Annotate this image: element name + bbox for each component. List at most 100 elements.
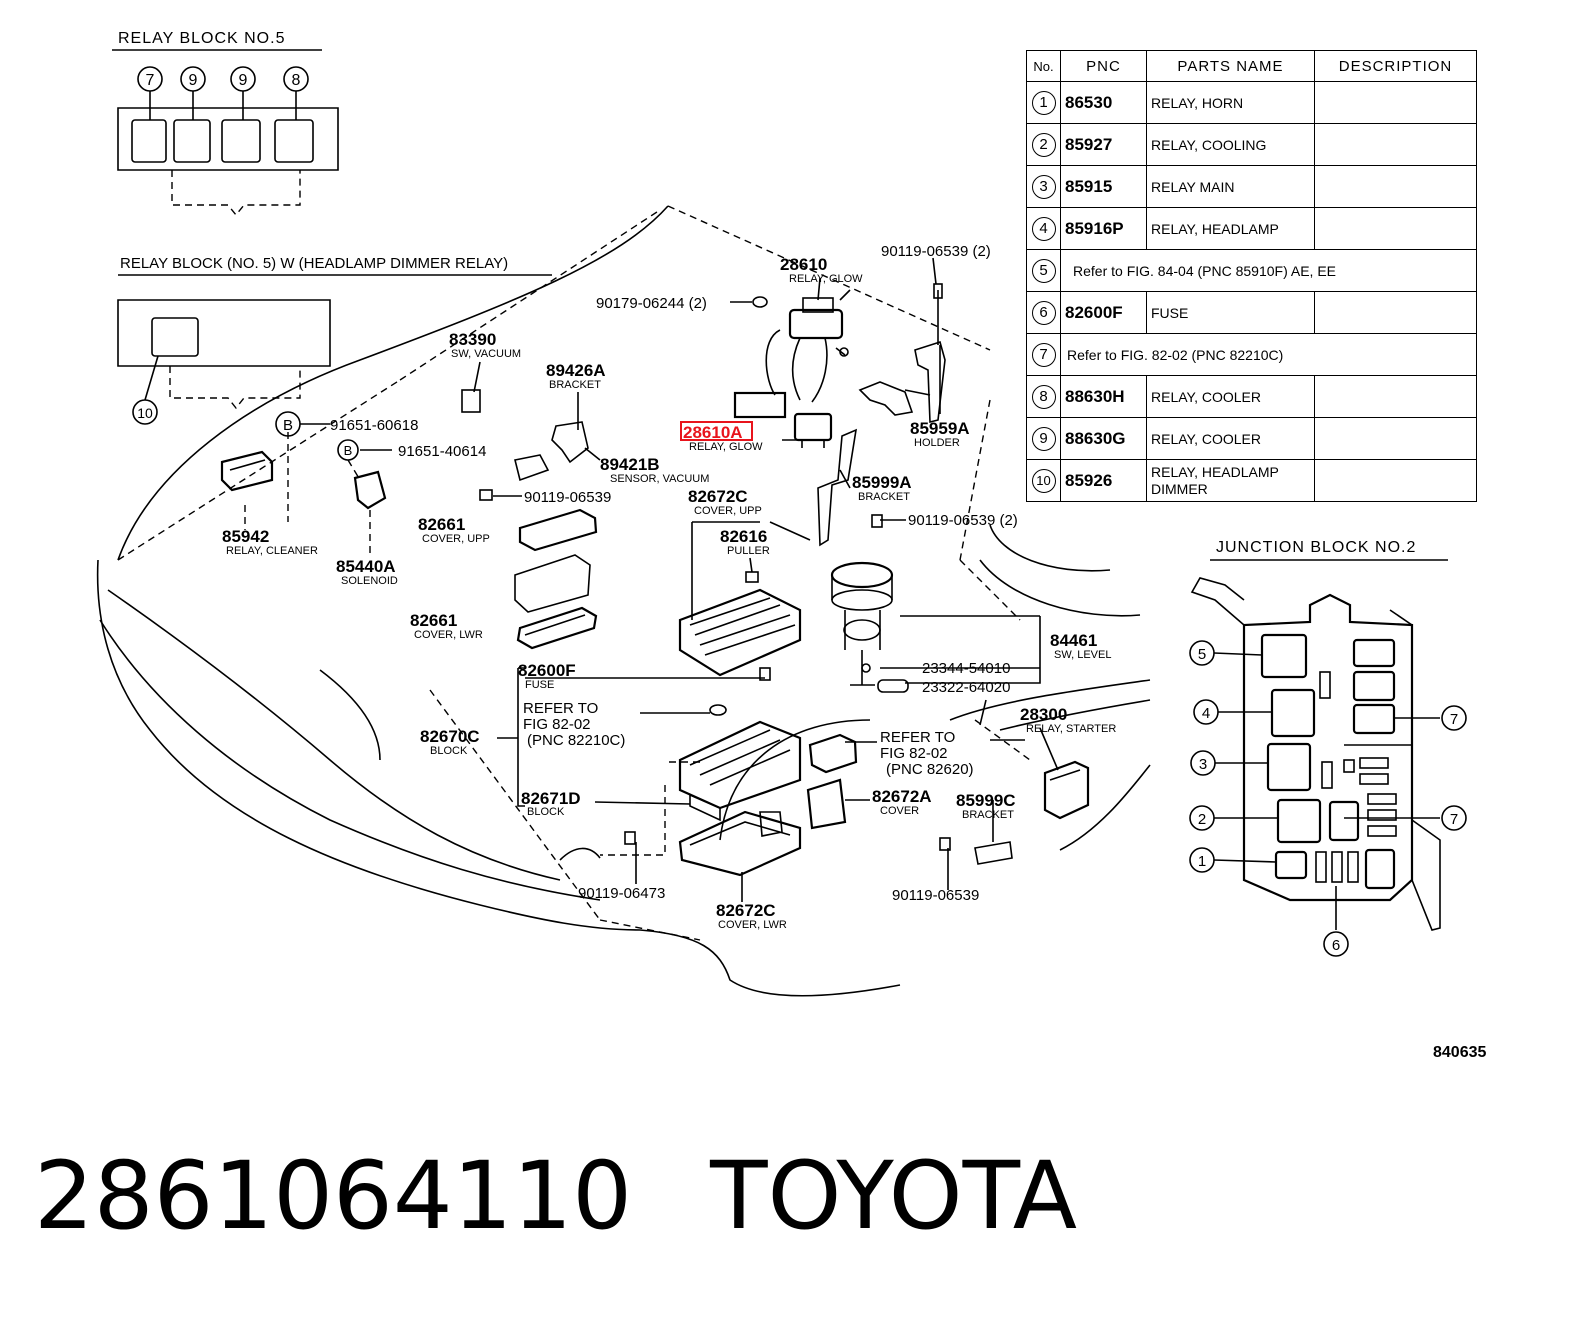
svg-text:(PNC 82620): (PNC 82620) <box>886 761 974 778</box>
table-row: 1 86530 RELAY, HORN <box>1026 81 1477 124</box>
part-starter-relay <box>1043 760 1090 820</box>
junction-numbers: 5 4 3 2 1 6 7 7 <box>1189 640 1467 957</box>
row-description <box>1314 459 1477 502</box>
svg-text:COVER, LWR: COVER, LWR <box>414 629 483 641</box>
svg-text:SW, LEVEL: SW, LEVEL <box>1054 649 1111 661</box>
row-reference: Refer to FIG. 84-04 (PNC 85910F) AE, EE <box>1060 249 1477 292</box>
callout-28610: 28610 RELAY, GLOW <box>780 255 863 285</box>
svg-text:85959A: 85959A <box>910 419 970 438</box>
row-pnc: 88630G <box>1060 417 1147 460</box>
relay-block-5-num-4: 8 <box>292 72 301 89</box>
table-row: 7 Refer to FIG. 82-02 (PNC 82210C) <box>1026 333 1477 376</box>
callout-85942: 85942 RELAY, CLEANER <box>222 527 318 557</box>
svg-text:REFER TO: REFER TO <box>523 700 598 717</box>
svg-text:82616: 82616 <box>720 527 767 546</box>
callout-85959a: 85959A HOLDER <box>910 419 970 449</box>
relay-block-5-numbers: 7 9 9 8 <box>137 66 309 92</box>
b-marker-2: B <box>344 443 353 458</box>
callout-85440a: 85440A SOLENOID <box>336 557 398 587</box>
svg-text:83390: 83390 <box>449 330 496 349</box>
callout-82671d: 82671D BLOCK <box>521 789 581 818</box>
callout-89421b: 89421B SENSOR, VACUUM <box>600 455 709 485</box>
fastener-90119-mid: 90119-06539 <box>524 489 611 506</box>
fastener-90179: 90179-06244 (2) <box>596 295 707 312</box>
svg-text:82672C: 82672C <box>688 487 748 506</box>
junction-block-2-title: JUNCTION BLOCK NO.2 <box>1216 539 1416 556</box>
junction-block-2: JUNCTION BLOCK NO.2 5 4 3 <box>1189 539 1467 957</box>
callout-82672c-lower: 82672C COVER, LWR <box>716 901 787 931</box>
row-description <box>1314 81 1477 124</box>
relay-block-5: RELAY BLOCK NO.5 7 9 9 8 <box>112 30 339 217</box>
svg-text:HOLDER: HOLDER <box>914 437 960 449</box>
row-description <box>1314 417 1477 460</box>
table-row: 8 88630H RELAY, COOLER <box>1026 375 1477 418</box>
row-description <box>1314 165 1477 208</box>
fastener-23344: 23344-54010 <box>922 660 1010 677</box>
svg-text:BRACKET: BRACKET <box>962 809 1014 821</box>
part-cover-82672a <box>806 733 858 830</box>
b-markers: B B <box>275 411 359 461</box>
row-parts-name: RELAY MAIN <box>1146 165 1315 208</box>
svg-text:2: 2 <box>1198 811 1206 828</box>
svg-text:6: 6 <box>1332 937 1340 954</box>
part-covers-82661 <box>514 508 598 650</box>
row-pnc: 85916P <box>1060 207 1147 250</box>
fastener-91651-60618: 91651-60618 <box>330 417 418 434</box>
part-vacuum-sensor-bracket <box>461 389 589 482</box>
relay-block-5-num-1: 7 <box>146 72 155 89</box>
part-fuse-box-upper <box>678 571 802 677</box>
svg-text:FIG 82-02: FIG 82-02 <box>523 716 591 733</box>
row-number: 6 <box>1031 300 1056 325</box>
callout-83390: 83390 SW, VACUUM <box>449 330 521 360</box>
svg-text:89421B: 89421B <box>600 455 660 474</box>
part-screws <box>479 489 951 851</box>
svg-text:85999C: 85999C <box>956 791 1016 810</box>
row-parts-name: RELAY, HEADLAMP <box>1146 207 1315 250</box>
fastener-23322: 23322-64020 <box>922 679 1010 696</box>
leader-lines <box>244 257 1059 902</box>
svg-text:85440A: 85440A <box>336 557 396 576</box>
row-parts-name: FUSE <box>1146 291 1315 334</box>
row-number: 8 <box>1031 384 1056 409</box>
row-pnc: 85927 <box>1060 123 1147 166</box>
svg-text:COVER, UPP: COVER, UPP <box>422 533 490 545</box>
relay-block-5-num-3: 9 <box>239 72 248 89</box>
svg-text:4: 4 <box>1202 705 1210 722</box>
fastener-90119-06473: 90119-06473 <box>578 885 665 902</box>
svg-text:84461: 84461 <box>1050 631 1097 650</box>
svg-text:82661: 82661 <box>410 611 457 630</box>
svg-text:28610A: 28610A <box>683 423 743 442</box>
highlight-box <box>680 421 753 441</box>
svg-text:85999A: 85999A <box>852 473 912 492</box>
svg-text:82661: 82661 <box>418 515 465 534</box>
fastener-labels: 90119-06539 (2) 90179-06244 (2) 91651-60… <box>330 243 1018 904</box>
fastener-90119-bottom: 90119-06539 <box>892 887 979 904</box>
svg-text:RELAY, CLEANER: RELAY, CLEANER <box>226 545 318 557</box>
svg-text:BRACKET: BRACKET <box>549 379 601 391</box>
part-85999a-bracket <box>817 428 858 547</box>
svg-text:RELAY, STARTER: RELAY, STARTER <box>1026 723 1116 735</box>
callout-89426a: 89426A BRACKET <box>546 361 606 391</box>
fastener-90119-right: 90119-06539 (2) <box>908 512 1018 529</box>
row-number: 1 <box>1031 90 1056 115</box>
svg-text:1: 1 <box>1198 853 1206 870</box>
svg-text:85942: 85942 <box>222 527 269 546</box>
part-holder-bracket <box>858 283 946 424</box>
brand-name: TOYOTA <box>710 1142 1078 1251</box>
svg-text:SENSOR, VACUUM: SENSOR, VACUUM <box>610 473 709 485</box>
parts-table-header: No. PNC PARTS NAME DESCRIPTION <box>1026 50 1477 82</box>
svg-text:COVER, LWR: COVER, LWR <box>718 919 787 931</box>
callout-82661-lower: 82661 COVER, LWR <box>410 611 483 641</box>
row-number: 5 <box>1031 258 1056 283</box>
svg-text:(PNC 82210C): (PNC 82210C) <box>527 732 625 749</box>
svg-text:7: 7 <box>1450 811 1458 828</box>
part-solenoid <box>353 470 387 510</box>
svg-text:RELAY, GLOW: RELAY, GLOW <box>689 441 763 453</box>
row-reference: Refer to FIG. 82-02 (PNC 82210C) <box>1060 333 1477 376</box>
svg-text:PULLER: PULLER <box>727 545 770 557</box>
svg-text:BLOCK: BLOCK <box>430 745 468 757</box>
svg-text:89426A: 89426A <box>546 361 606 380</box>
row-pnc: 86530 <box>1060 81 1147 124</box>
